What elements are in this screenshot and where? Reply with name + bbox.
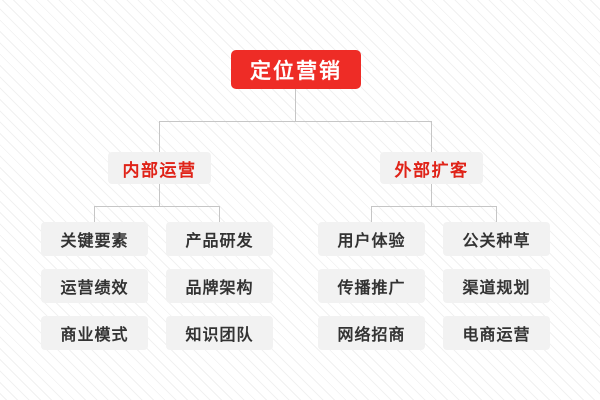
- connector-branch-left-drop-1: [94, 206, 95, 222]
- leaf-node[interactable]: 用户体验: [318, 222, 425, 256]
- leaf-node[interactable]: 电商运营: [443, 316, 550, 350]
- leaf-node[interactable]: 传播推广: [318, 269, 425, 303]
- connector-branch-left-bar: [94, 206, 220, 207]
- leaf-node[interactable]: 运营绩效: [41, 269, 148, 303]
- connector-branch-right-bar: [371, 206, 497, 207]
- connector-branch-right-drop-4: [496, 206, 497, 222]
- leaf-node[interactable]: 品牌架构: [166, 269, 273, 303]
- leaf-node[interactable]: 网络招商: [318, 316, 425, 350]
- root-node[interactable]: 定位营销: [231, 50, 361, 89]
- connector-root-drop-left: [159, 121, 160, 152]
- leaf-node-label: 公关种草: [462, 233, 531, 250]
- branch-node-internal-operations[interactable]: 内部运营: [108, 152, 211, 184]
- branch-node-external-acquisition[interactable]: 外部扩客: [380, 152, 483, 184]
- leaf-node-label: 渠道规划: [462, 280, 531, 297]
- root-node-label: 定位营销: [250, 59, 342, 83]
- leaf-node-label: 产品研发: [185, 233, 254, 250]
- leaf-node-label: 电商运营: [462, 327, 531, 344]
- leaf-node[interactable]: 渠道规划: [443, 269, 550, 303]
- leaf-node-label: 知识团队: [185, 327, 254, 344]
- connector-branch-left-stem: [159, 184, 160, 206]
- leaf-node-label: 商业模式: [60, 327, 129, 344]
- leaf-node[interactable]: 商业模式: [41, 316, 148, 350]
- leaf-node[interactable]: 产品研发: [166, 222, 273, 256]
- branch-node-label: 内部运营: [122, 160, 197, 180]
- leaf-node-label: 关键要素: [60, 233, 129, 250]
- connector-root-bar: [159, 121, 432, 122]
- connector-root-stem: [295, 89, 296, 121]
- leaf-node[interactable]: 知识团队: [166, 316, 273, 350]
- leaf-node-label: 传播推广: [337, 280, 406, 297]
- connector-branch-left-drop-2: [219, 206, 220, 222]
- connector-root-drop-right: [431, 121, 432, 152]
- connector-branch-right-stem: [431, 184, 432, 206]
- leaf-node-label: 用户体验: [337, 233, 406, 250]
- leaf-node-label: 品牌架构: [185, 280, 254, 297]
- branch-node-label: 外部扩客: [394, 160, 469, 180]
- leaf-node-label: 运营绩效: [60, 280, 129, 297]
- leaf-node[interactable]: 公关种草: [443, 222, 550, 256]
- leaf-node[interactable]: 关键要素: [41, 222, 148, 256]
- leaf-node-label: 网络招商: [337, 327, 406, 344]
- connector-branch-right-drop-3: [371, 206, 372, 222]
